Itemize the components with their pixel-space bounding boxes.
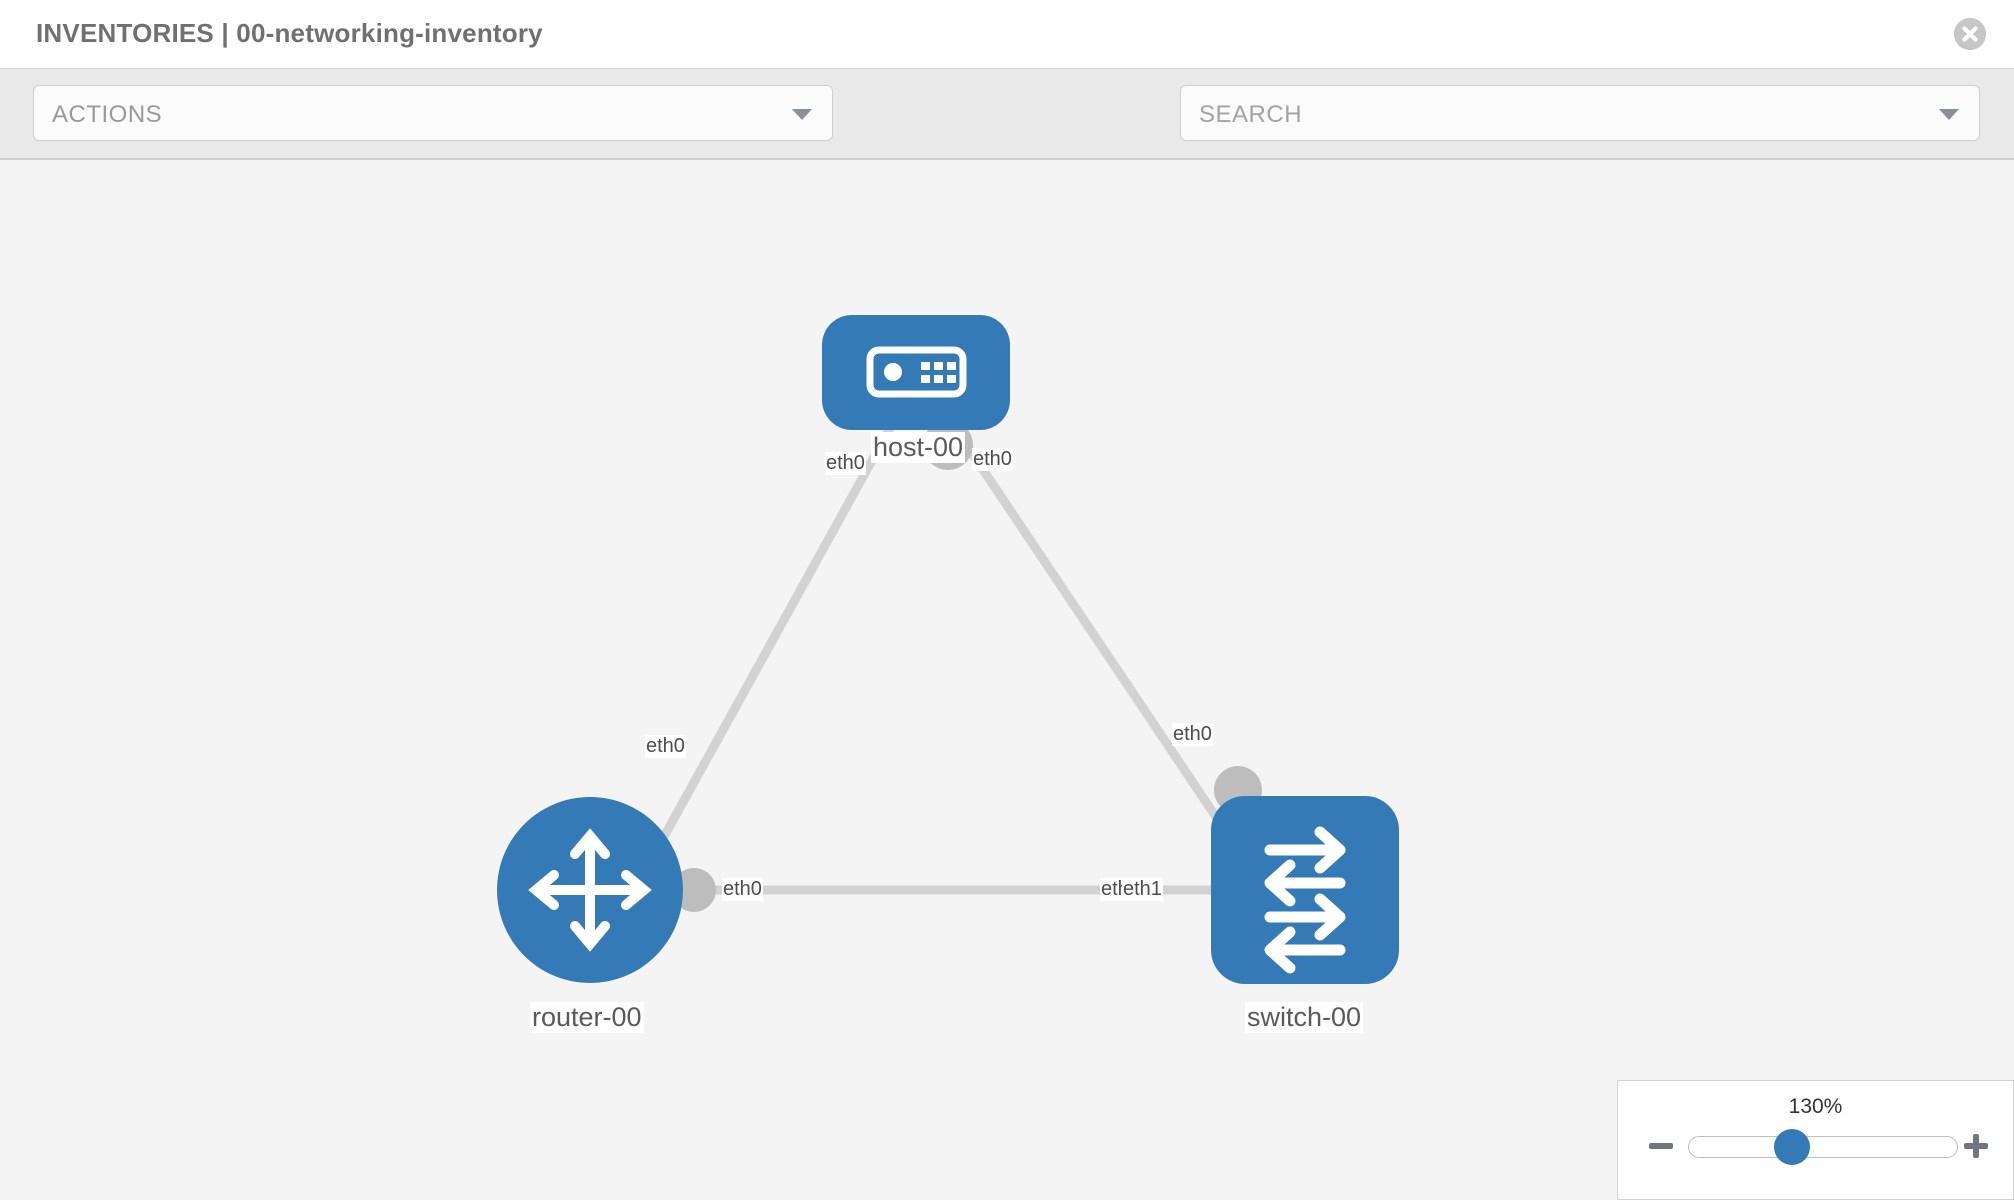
zoom-percent-label: 130% bbox=[1788, 1095, 1843, 1118]
node-switch-00[interactable] bbox=[1211, 796, 1399, 984]
zoom-in-button[interactable] bbox=[1963, 1133, 1989, 1159]
zoom-out-button[interactable] bbox=[1648, 1133, 1674, 1159]
iface-label-host00-left: eth0 bbox=[825, 452, 866, 475]
topology-canvas[interactable]: host-00 router-00 switch-00 eth0 eth0 et… bbox=[0, 160, 2014, 1200]
link-host00-switch00[interactable] bbox=[951, 425, 1259, 878]
iface-label-host00-right: eth0 bbox=[972, 448, 1013, 471]
node-router-00[interactable] bbox=[497, 797, 683, 983]
actions-dropdown-label: ACTIONS bbox=[52, 101, 163, 128]
zoom-slider-track[interactable] bbox=[1688, 1136, 1958, 1158]
switch-arrows-icon bbox=[1264, 826, 1346, 974]
page-title: INVENTORIES | 00-networking-inventory bbox=[36, 18, 543, 48]
node-label-switch-00: switch-00 bbox=[1245, 1002, 1364, 1033]
server-icon bbox=[866, 346, 967, 398]
zoom-control-panel: 130% bbox=[1617, 1080, 2014, 1200]
minus-icon bbox=[1649, 1143, 1673, 1149]
iface-label-switch00-north: eth0 bbox=[1172, 723, 1213, 746]
search-placeholder: SEARCH bbox=[1199, 101, 1303, 128]
search-input[interactable]: SEARCH bbox=[1180, 85, 1980, 141]
iface-label-router00-east: eth0 bbox=[722, 878, 763, 901]
topology-graph bbox=[497, 315, 1399, 984]
host-00-shape[interactable] bbox=[822, 315, 1010, 430]
page-header: INVENTORIES | 00-networking-inventory bbox=[0, 0, 2014, 68]
toolbar: ACTIONS SEARCH bbox=[0, 68, 2014, 196]
iface-label-switch00-west: eth1 bbox=[1122, 878, 1163, 901]
link-host00-router00[interactable] bbox=[636, 425, 894, 883]
topology-links bbox=[636, 425, 1259, 895]
chevron-down-icon bbox=[792, 109, 812, 120]
chevron-down-icon bbox=[1939, 109, 1959, 120]
node-host-00[interactable] bbox=[822, 315, 1010, 430]
close-circle-icon bbox=[1954, 18, 1986, 50]
close-button[interactable] bbox=[1954, 18, 1986, 50]
switch-00-shape[interactable] bbox=[1211, 796, 1399, 984]
iface-label-router00-north: eth0 bbox=[645, 735, 686, 758]
connector-router00-east[interactable] bbox=[672, 868, 716, 912]
node-label-host-00: host-00 bbox=[871, 432, 966, 463]
actions-dropdown[interactable]: ACTIONS bbox=[33, 85, 833, 141]
plus-icon bbox=[1964, 1134, 1988, 1158]
node-label-router-00: router-00 bbox=[530, 1002, 644, 1033]
router-arrows-icon bbox=[528, 828, 652, 952]
zoom-slider-thumb[interactable] bbox=[1774, 1129, 1810, 1165]
